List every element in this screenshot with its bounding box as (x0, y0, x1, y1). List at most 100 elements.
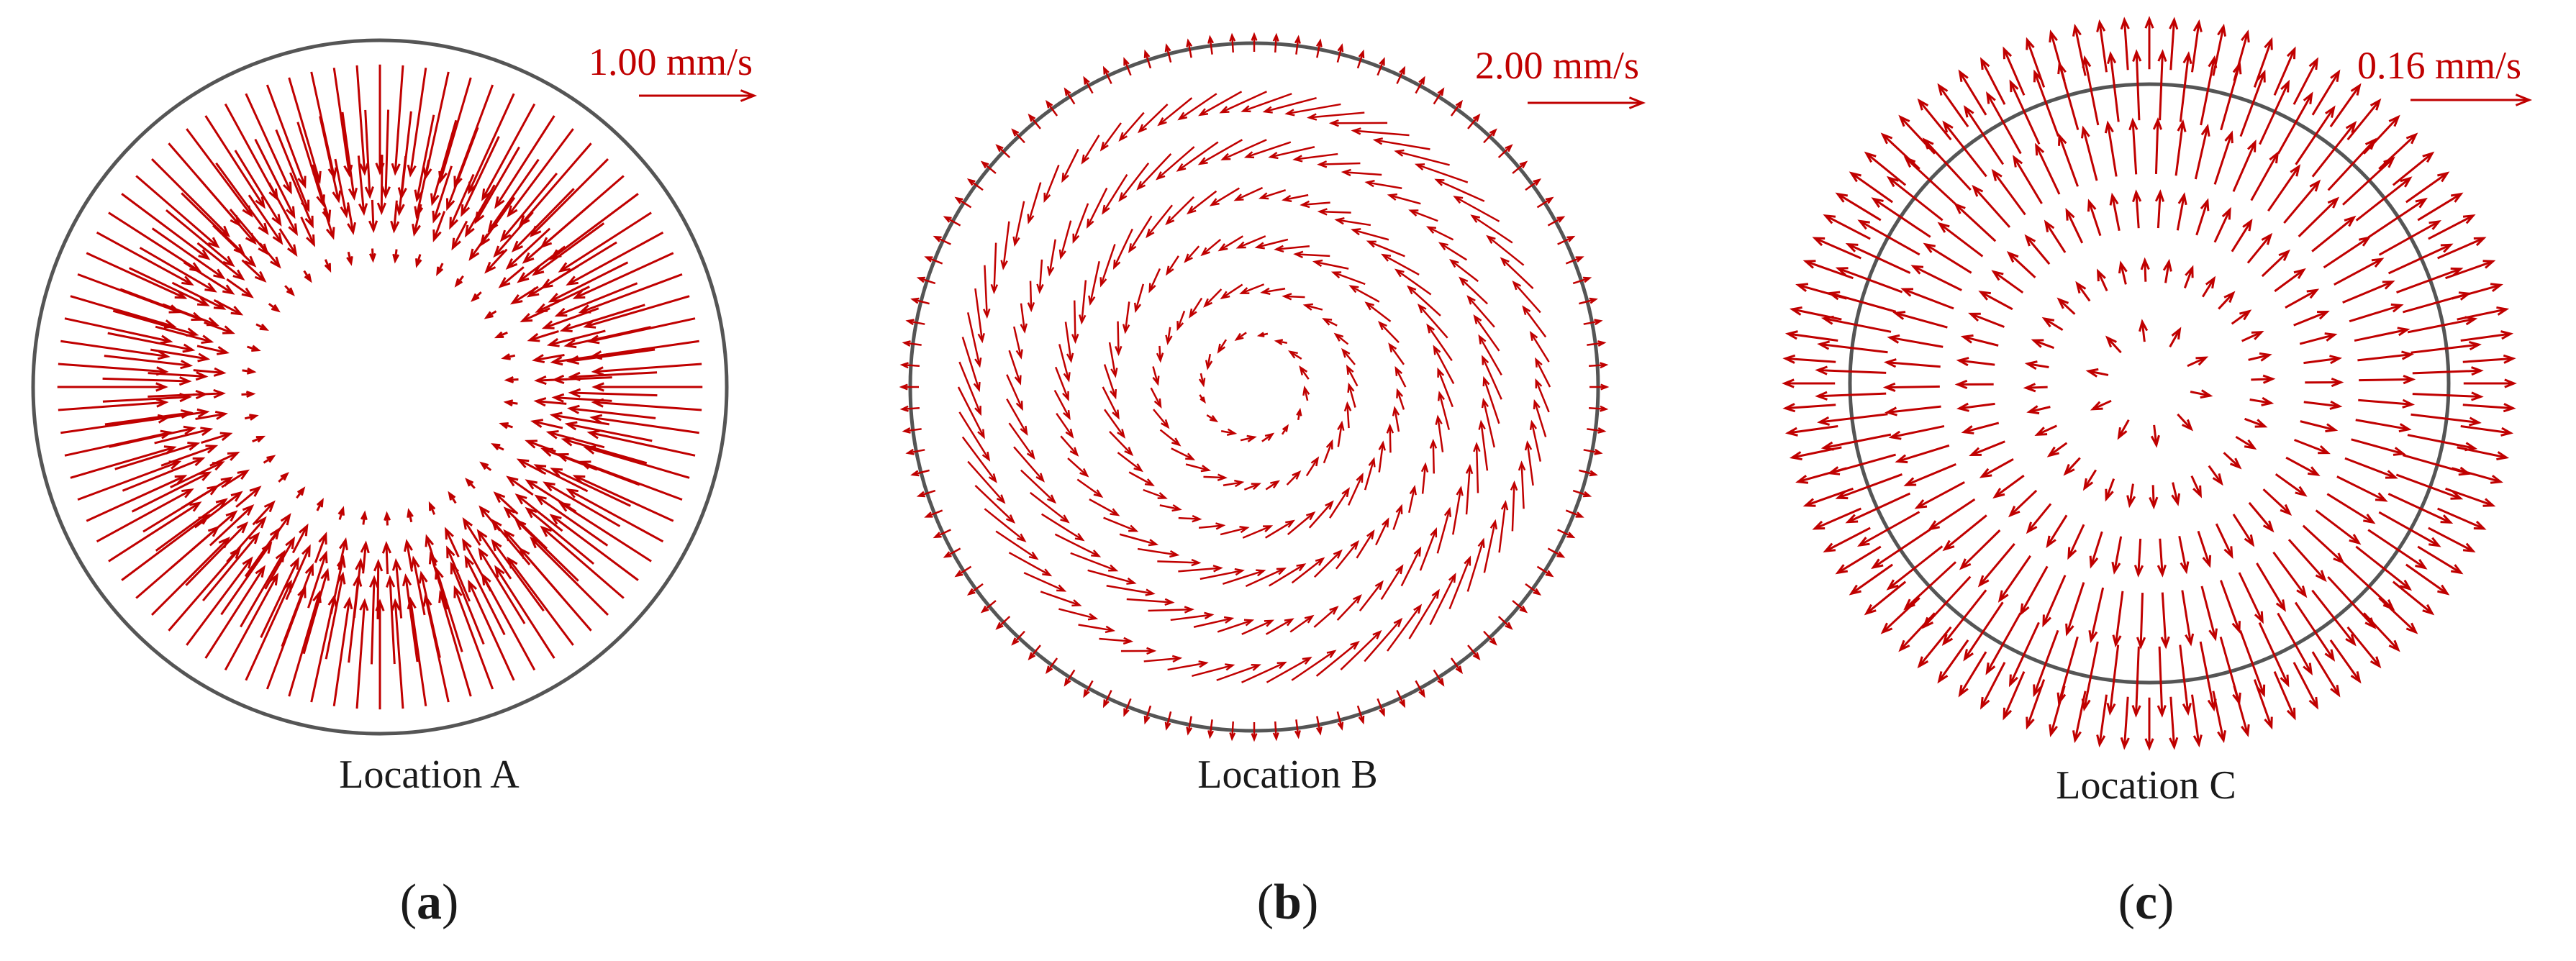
vector-arrow-a-270-shaft (522, 307, 550, 322)
vector-arrow-b-97 (1583, 319, 1603, 326)
vector-arrow-b-295 (1378, 440, 1386, 473)
vector-arrow-b-27-head (1207, 730, 1215, 739)
vector-arrow-a-213 (432, 165, 453, 224)
vector-arrow-a-69-shaft (424, 71, 450, 178)
vector-arrow-b-44-shaft (925, 509, 943, 518)
vector-arrow-a-83 (578, 273, 683, 314)
vector-arrow-b-11-shaft (1512, 600, 1527, 613)
vector-arrow-c-62 (1979, 57, 2006, 105)
vector-arrow-a-148 (430, 119, 458, 206)
vector-arrow-a-226 (533, 397, 567, 407)
vector-arrow-b-158 (1262, 96, 1317, 114)
vector-arrow-a-152-shaft (488, 158, 540, 231)
vector-arrow-a-17-shaft (453, 587, 494, 690)
vector-arrow-b-92-head (1556, 216, 1566, 223)
vector-arrow-c-177-head (2362, 514, 2376, 524)
vector-arrow-b-130-head (1042, 568, 1053, 577)
vector-arrow-c-40 (1812, 507, 1861, 530)
vector-arrow-b-357 (1260, 287, 1286, 296)
vector-arrow-b-155-shaft (1199, 91, 1243, 116)
vector-arrow-c-176-shaft (2336, 475, 2386, 502)
vector-arrow-c-249-head (2157, 564, 2167, 578)
vector-arrow-a-0 (591, 382, 703, 392)
vector-arrow-c-303-shaft (2026, 386, 2048, 389)
vector-arrow-c-327 (2139, 319, 2149, 342)
vector-arrow-c-278-head (2221, 206, 2231, 220)
vector-arrow-b-15-head (1455, 665, 1463, 675)
vector-arrow-a-217-shaft (494, 211, 534, 257)
vector-arrow-b-298-head (1341, 487, 1350, 498)
vector-arrow-a-204-shaft (248, 194, 283, 244)
vector-arrow-b-91-head (1545, 196, 1554, 204)
vector-arrow-b-22 (1315, 716, 1323, 736)
vector-arrow-b-267-shaft (1064, 322, 1072, 361)
vector-arrow-a-126-shaft (102, 377, 189, 383)
vector-arrow-b-379-head (1299, 365, 1308, 375)
vector-arrow-b-88-shaft (1497, 145, 1513, 158)
vector-arrow-a-261-shaft (371, 199, 375, 230)
vector-arrow-b-369-head (1226, 428, 1238, 436)
vector-arrow-c-95 (2402, 454, 2472, 476)
vector-arrow-b-200-head (1074, 532, 1085, 542)
vector-arrow-a-121 (122, 457, 206, 492)
vector-arrow-a-249 (192, 388, 226, 399)
vector-arrow-a-246 (209, 452, 240, 467)
vector-arrow-a-292-head (246, 367, 257, 375)
vector-arrow-b-37-head (1011, 637, 1020, 646)
vector-arrow-b-0 (1589, 383, 1610, 391)
vector-arrow-a-188-shaft (194, 491, 242, 529)
vector-arrow-c-205 (1883, 358, 1941, 368)
vector-arrow-c-311-shaft (2144, 260, 2147, 282)
vector-arrow-c-264 (1960, 334, 1999, 347)
vector-arrow-b-131 (995, 530, 1039, 560)
vector-arrow-a-229-shaft (518, 458, 547, 475)
vector-arrow-c-84 (2417, 192, 2464, 222)
vector-arrow-b-153 (1157, 97, 1193, 127)
vector-arrow-a-174-head (461, 537, 472, 551)
vector-arrow-c-253-shaft (2067, 524, 2085, 558)
vector-arrow-b-248-head (1333, 549, 1343, 559)
boundary-circle-a (31, 38, 729, 736)
vector-arrow-b-250 (1268, 563, 1307, 587)
vector-arrow-b-110-head (1464, 555, 1471, 566)
vector-arrow-a-274 (503, 399, 518, 407)
vector-arrow-b-249-shaft (1291, 557, 1324, 584)
vector-arrow-a-101-shaft (465, 557, 506, 636)
vector-arrow-b-104-head (1524, 440, 1533, 451)
vector-arrow-b-71 (1164, 43, 1172, 63)
vector-arrow-b-126-head (1105, 625, 1116, 634)
vector-arrow-b-55-head (916, 276, 926, 283)
vector-arrow-c-83-shaft (2405, 172, 2448, 204)
vector-arrow-b-186-head (1353, 593, 1362, 604)
vector-arrow-b-138 (958, 361, 981, 416)
vector-arrow-c-104-shaft (2294, 601, 2335, 660)
vector-arrow-c-146-head (2009, 79, 2019, 93)
vector-arrow-c-260 (1961, 422, 2000, 434)
vector-arrow-b-30-shaft (1144, 705, 1152, 723)
vector-arrow-b-62-head (995, 144, 1004, 152)
vector-arrow-c-114-shaft (2083, 641, 2099, 709)
vector-arrow-c-107-head (2256, 684, 2266, 698)
vector-arrow-c-192 (2042, 575, 2067, 628)
vector-arrow-c-167-shaft (2396, 268, 2462, 293)
vector-arrow-b-292 (1396, 388, 1405, 410)
vector-arrow-b-166 (1434, 178, 1485, 202)
vector-arrow-b-305-head (1192, 514, 1202, 523)
vector-arrow-a-132-head (204, 282, 217, 293)
vector-arrow-b-119-head (1276, 661, 1287, 670)
vector-arrow-c-275-head (2154, 189, 2165, 202)
vector-arrow-c-53 (1823, 214, 1871, 240)
vector-arrow-b-114-shaft (1364, 619, 1402, 662)
vector-arrow-b-104 (1524, 440, 1534, 486)
vector-arrow-a-296 (284, 285, 295, 296)
vector-arrow-c-47-head (1782, 354, 1796, 364)
vector-arrow-a-300 (368, 248, 376, 263)
vector-arrow-b-338 (1305, 456, 1320, 477)
vector-arrow-c-59-shaft (1918, 99, 1952, 141)
vector-arrow-b-379 (1299, 365, 1310, 380)
vector-arrow-b-339-head (1292, 470, 1302, 480)
vector-arrow-c-9-shaft (2405, 563, 2448, 595)
vector-arrow-a-138-head (271, 214, 282, 227)
vector-arrow-b-87 (1483, 128, 1497, 144)
vector-arrow-c-205-shaft (1886, 361, 1941, 368)
